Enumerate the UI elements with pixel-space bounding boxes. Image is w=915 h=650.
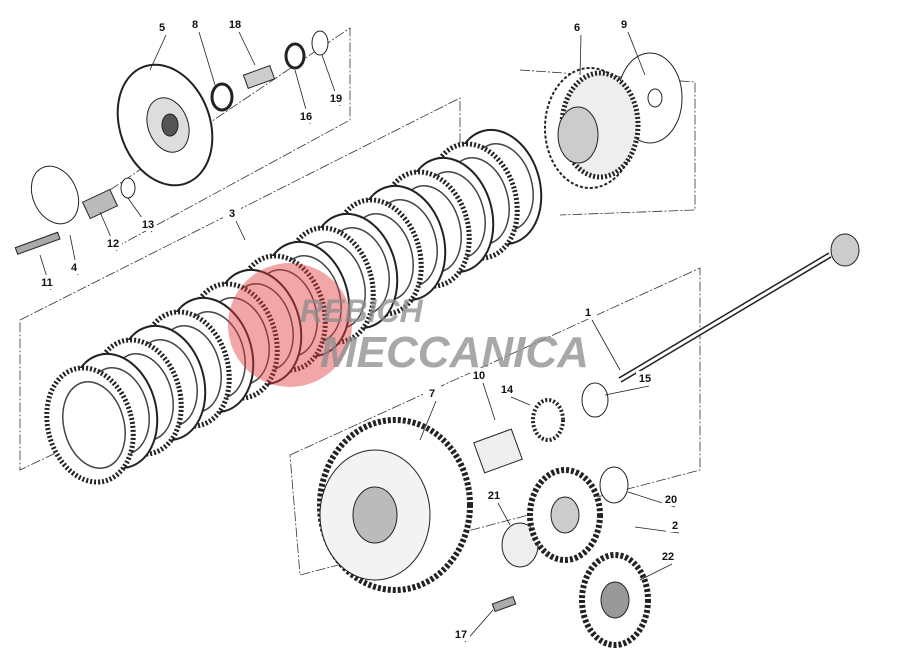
push-rod-shaft [618,233,860,383]
part-label: 5 [159,22,165,34]
part-label: 13 [142,219,154,231]
label-background [38,275,56,289]
spring [81,188,119,220]
label-background [470,368,488,382]
label-background [568,20,586,34]
label-background [636,371,654,385]
label-background [139,217,157,231]
part-label: 14 [501,384,514,396]
label-background [485,488,503,502]
part-label: 22 [662,551,674,563]
leader-line [482,382,496,421]
part-label: 3 [229,208,235,220]
pin [242,64,276,90]
watermark-circle [228,263,352,387]
bushings [473,382,629,613]
leader-line [579,34,582,76]
leader-line [604,385,650,396]
leader-line [149,34,167,71]
leader-line [627,31,646,76]
part-label: 21 [488,490,500,502]
part-label: 2 [672,520,678,532]
part-label: 15 [639,373,651,385]
part-label: 9 [621,19,627,31]
label-background [659,549,677,563]
label-background [423,386,441,400]
leader-line [639,563,673,581]
label-background [452,627,470,641]
clutch-drum [544,52,683,189]
part-label: 10 [473,370,485,382]
label-background [666,518,684,532]
gears [317,417,651,648]
part-label: 16 [300,111,312,123]
label-background [104,236,122,250]
clutch-plate-stack [44,128,543,485]
label-background [65,260,83,274]
label-background [226,17,244,31]
part-label: 19 [330,93,342,105]
label-background [297,109,315,123]
leader-line [419,400,437,441]
leader-line [510,396,531,406]
clutch-plate [44,365,136,485]
watermark-line1: REBICH [300,293,424,329]
watermark-logo: REBICH MECCANICA [228,263,589,387]
part-label: 20 [665,494,677,506]
nut [284,42,306,70]
label-background [327,91,345,105]
label-background [186,17,204,31]
part-label: 8 [192,19,198,31]
label-background [579,305,597,319]
spring-cup [120,177,136,199]
part-label: 4 [71,262,78,274]
washer [311,30,329,56]
leader-line [238,31,256,66]
part-label: 1 [585,307,591,319]
part-label: 18 [229,19,241,31]
label-background [498,382,516,396]
small-hardware [14,30,329,255]
part-label: 17 [455,629,467,641]
leader-line [198,31,216,86]
cover-plate [30,165,80,225]
label-background [662,492,680,506]
part-label: 11 [41,277,53,289]
leader-line [591,319,621,371]
label-background [615,17,633,31]
part-label: 7 [429,388,435,400]
label-background [223,206,241,220]
bolt [14,231,61,255]
watermark-line2: MECCANICA [320,328,589,377]
leader-line [235,220,246,241]
leader-line [497,502,511,526]
part-label: 6 [574,22,580,34]
shaft-end-bearing [830,233,860,267]
bearing [210,82,234,112]
label-background [153,20,171,34]
part-label: 12 [107,238,119,250]
pressure-plate [116,63,214,187]
